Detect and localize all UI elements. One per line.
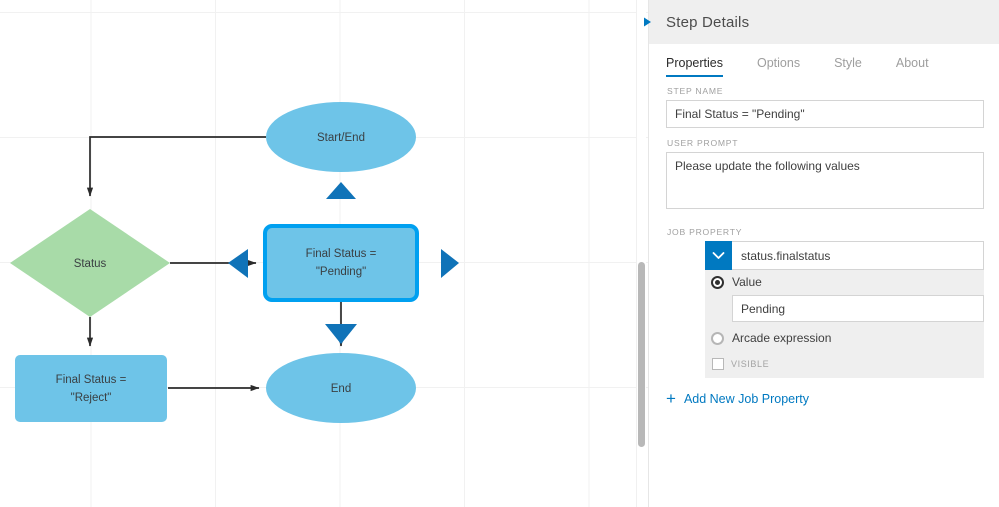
connect-handle-down-icon[interactable] — [325, 324, 357, 344]
canvas-vertical-scrollbar[interactable] — [636, 0, 646, 507]
workflow-diagram-canvas[interactable]: Start/End Status Final Status = "Pending… — [0, 0, 648, 507]
node-final-reject[interactable]: Final Status = "Reject" — [15, 355, 167, 422]
chevron-down-icon[interactable] — [705, 241, 732, 270]
step-name-input[interactable] — [666, 100, 984, 128]
diagram-svg: Start/End Status Final Status = "Pending… — [10, 102, 459, 423]
page-title: Step Details — [666, 13, 750, 31]
panel-header: Step Details — [644, 0, 999, 44]
add-new-job-property-label: Add New Job Property — [683, 391, 809, 406]
node-end-label: End — [331, 383, 351, 395]
checkbox-icon[interactable] — [712, 358, 724, 370]
visible-checkbox-label: VISIBLE — [731, 359, 770, 369]
add-new-job-property-button[interactable]: + Add New Job Property — [666, 390, 809, 407]
user-prompt-label: USER PROMPT — [667, 138, 739, 148]
node-end[interactable]: End — [266, 353, 416, 423]
tab-properties[interactable]: Properties — [666, 56, 723, 77]
node-start-end[interactable]: Start/End — [266, 102, 416, 172]
connect-handle-right-icon[interactable] — [441, 249, 459, 278]
visible-checkbox-row[interactable]: VISIBLE — [705, 350, 984, 378]
step-name-label: STEP NAME — [667, 86, 724, 96]
node-final-pending-label-line2: "Pending" — [316, 266, 366, 278]
canvas-scrollbar-thumb[interactable] — [638, 262, 645, 447]
job-property-value-input[interactable] — [732, 295, 984, 322]
node-start-end-label: Start/End — [317, 132, 365, 144]
panel-tabs: Properties Options Style About — [649, 44, 999, 77]
job-property-value-wrap — [705, 294, 984, 326]
connect-handle-left-icon[interactable] — [228, 249, 248, 278]
node-final-reject-label-line1: Final Status = — [56, 374, 127, 386]
radio-option-value[interactable]: Value — [705, 270, 984, 294]
radio-value-label: Value — [732, 275, 762, 289]
connect-handle-up-icon[interactable] — [326, 182, 356, 199]
job-property-select-value[interactable]: status.finalstatus — [732, 241, 984, 270]
job-property-block: status.finalstatus Value Arcade expressi… — [705, 241, 984, 378]
tab-options-label: Options — [756, 56, 801, 70]
tab-style[interactable]: Style — [834, 56, 862, 77]
job-property-select-row: status.finalstatus — [705, 241, 984, 270]
step-details-panel: Step Details Properties Options Style Ab… — [644, 0, 999, 507]
triangle-right-icon[interactable] — [633, 0, 661, 44]
node-final-pending[interactable]: Final Status = "Pending" — [263, 224, 419, 302]
plus-icon: + — [666, 389, 676, 408]
radio-option-arcade[interactable]: Arcade expression — [705, 326, 984, 350]
job-property-label: JOB PROPERTY — [667, 227, 743, 237]
tab-properties-label: Properties — [666, 56, 723, 70]
radio-arcade-label: Arcade expression — [732, 331, 832, 345]
edge-start-to-status — [86, 136, 266, 197]
tab-about-label: About — [895, 56, 929, 70]
node-status[interactable]: Status — [10, 209, 170, 317]
radio-value-icon[interactable] — [711, 275, 724, 289]
tab-about[interactable]: About — [896, 56, 929, 77]
node-final-reject-label-line2: "Reject" — [71, 392, 112, 404]
tab-style-label: Style — [834, 56, 862, 70]
panel-body: STEP NAME USER PROMPT JOB PROPERTY statu… — [649, 77, 999, 378]
tab-options[interactable]: Options — [757, 56, 800, 77]
node-final-pending-label-line1: Final Status = — [306, 248, 377, 260]
radio-arcade-icon[interactable] — [711, 331, 724, 345]
user-prompt-textarea[interactable] — [666, 152, 984, 209]
node-status-label: Status — [74, 258, 107, 270]
